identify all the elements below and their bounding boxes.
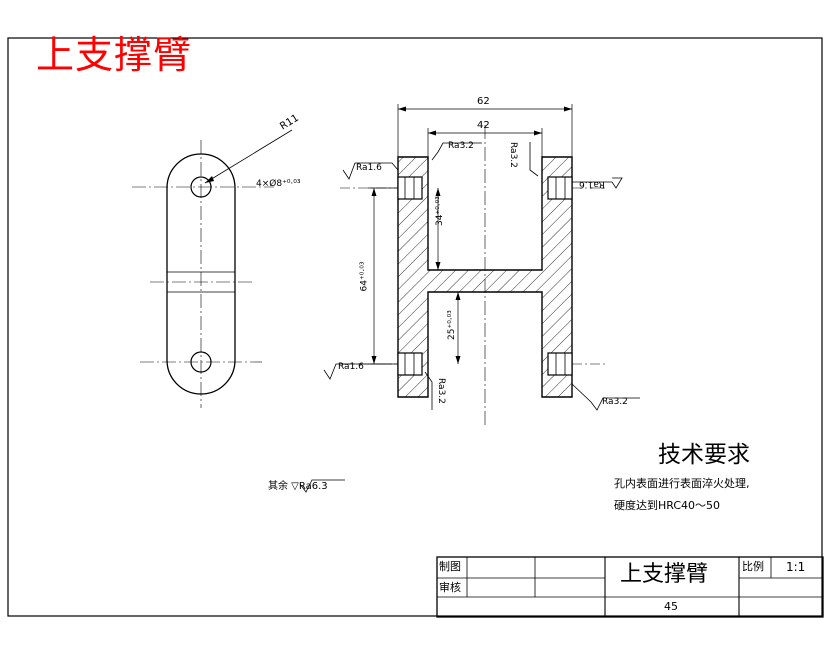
dimension-arrows <box>371 106 572 364</box>
tech-req-heading: 技术要求 <box>658 442 750 468</box>
title-block-checked: 审核 <box>439 581 461 594</box>
dim-upper-gap: 34⁺⁰·⁰³ <box>435 196 445 226</box>
roughness-bottom-left: Ra1.6 <box>338 362 364 372</box>
roughness-top-center: Ra3.2 <box>448 141 474 151</box>
sheet-border <box>7 37 823 617</box>
roughness-top-right-a: Ra3.2 <box>508 142 518 168</box>
title-block-scale-value: 1:1 <box>786 560 806 574</box>
title-block-drawn: 制图 <box>439 560 461 573</box>
h-section <box>397 156 573 398</box>
bore-top-right <box>547 176 573 200</box>
roughness-top-right-b: Ra1.6 <box>579 179 605 189</box>
dim-total-height: 64⁺⁰·⁰³ <box>359 261 370 292</box>
dimensions <box>368 104 573 365</box>
hole-label: 4×Ø8⁺⁰·⁰³ <box>256 179 301 189</box>
title-block <box>436 556 824 618</box>
link-plate-view <box>132 129 293 408</box>
title-block-drawing-number: 45 <box>664 600 678 613</box>
bore-bottom-left <box>397 352 423 376</box>
dim-lower-gap: 25⁺⁰·⁰³ <box>447 310 457 340</box>
roughness-bottom-center: Ra3.2 <box>436 378 446 404</box>
roughness-top-left: Ra1.6 <box>356 163 382 173</box>
roughness-other: 其余 ▽Ra6.3 <box>268 481 328 492</box>
roughness-bottom-right: Ra3.2 <box>602 397 628 407</box>
roughness-marks <box>299 142 640 493</box>
tech-req-line-1: 孔内表面进行表面淬火处理, <box>614 477 750 490</box>
radius-leader <box>204 129 293 184</box>
dim-inner-width: 42 <box>477 120 490 131</box>
tech-req-line-2: 硬度达到HRC40～50 <box>614 499 721 512</box>
title-block-part-name: 上支撑臂 <box>620 562 709 587</box>
title-block-scale-label: 比例 <box>742 560 764 573</box>
bore-top-left <box>397 176 423 200</box>
dim-total-width: 62 <box>477 96 490 107</box>
bore-bottom-right <box>547 352 573 376</box>
section-view <box>340 125 605 425</box>
drawing-title: 上支撑臂 <box>36 33 193 77</box>
